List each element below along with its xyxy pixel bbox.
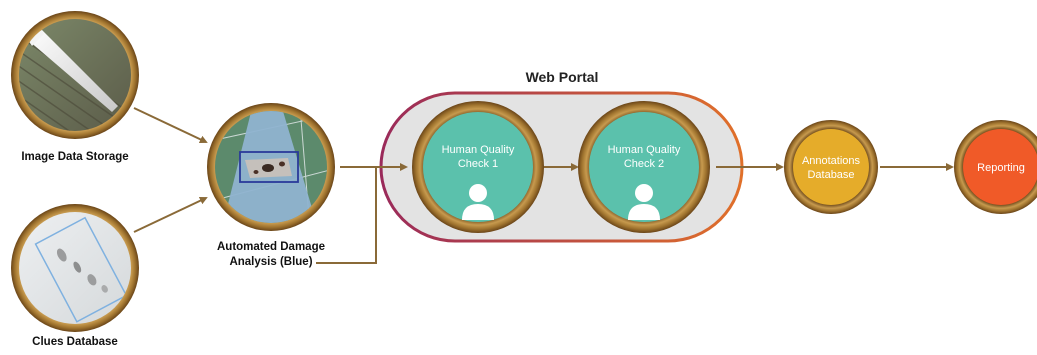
node-reporting: Reporting (954, 120, 1037, 214)
node-image-data-storage (11, 11, 139, 139)
clues-database-label: Clues Database (32, 336, 118, 348)
damage-analysis-label-line1: Automated Damage (217, 241, 325, 253)
person-icon (628, 184, 660, 220)
image-data-storage-label: Image Data Storage (21, 151, 129, 163)
check1-line1: Human Quality (442, 144, 515, 156)
arrow-image-to-analysis (133, 107, 208, 144)
node-automated-damage-analysis (207, 103, 335, 231)
damage-analysis-photo (215, 111, 327, 223)
node-clues-database (11, 204, 139, 332)
feedback-line-analysis-label (316, 167, 377, 264)
annotations-line2: Database (807, 169, 854, 181)
reporting-label: Reporting (977, 162, 1025, 174)
web-portal-title: Web Portal (526, 69, 599, 85)
connectors (133, 107, 954, 264)
person-icon (462, 184, 494, 220)
check2-line2: Check 2 (624, 158, 664, 170)
damage-analysis-label-line2: Analysis (Blue) (229, 256, 313, 268)
annotations-line1: Annotations (802, 155, 861, 167)
arrow-clues-to-analysis (133, 196, 208, 233)
node-human-quality-check-2: Human Quality Check 2 (578, 101, 710, 233)
check1-line2: Check 1 (458, 158, 498, 170)
node-human-quality-check-1: Human Quality Check 1 (412, 101, 544, 233)
node-annotations-database: Annotations Database (784, 120, 878, 214)
check2-line1: Human Quality (608, 144, 681, 156)
clues-photo (19, 212, 131, 324)
